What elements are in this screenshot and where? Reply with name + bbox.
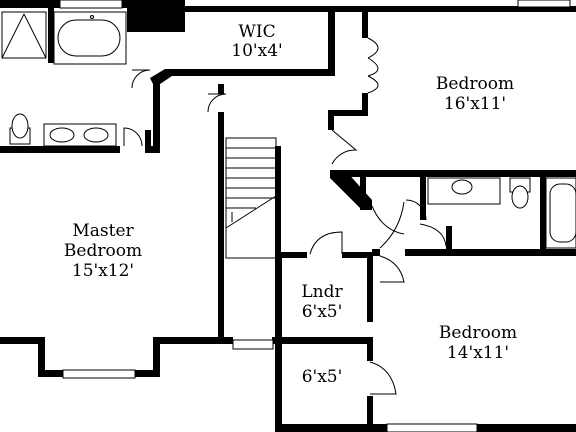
master-size: 15'x12' [72, 261, 134, 281]
small-room-size: 6'x5' [302, 367, 343, 387]
wic-name: WIC [238, 22, 275, 42]
bedroom-top-size: 16'x11' [444, 94, 506, 114]
stairs [225, 137, 277, 259]
bedroom-bottom-size: 14'x11' [447, 343, 509, 363]
doors [123, 37, 447, 395]
bedroom-top-name: Bedroom [436, 74, 514, 94]
room-labels: WIC 10'x4' Bedroom 16'x11' Master Bedroo… [64, 22, 517, 387]
master-name-line2: Bedroom [64, 241, 142, 261]
fixtures [1, 11, 576, 249]
wic-size: 10'x4' [231, 41, 282, 61]
windows [59, 0, 571, 432]
master-name-line1: Master [72, 221, 134, 241]
bedroom-bottom-name: Bedroom [439, 323, 517, 343]
laundry-name: Lndr [301, 282, 343, 302]
laundry-size: 6'x5' [302, 302, 343, 322]
